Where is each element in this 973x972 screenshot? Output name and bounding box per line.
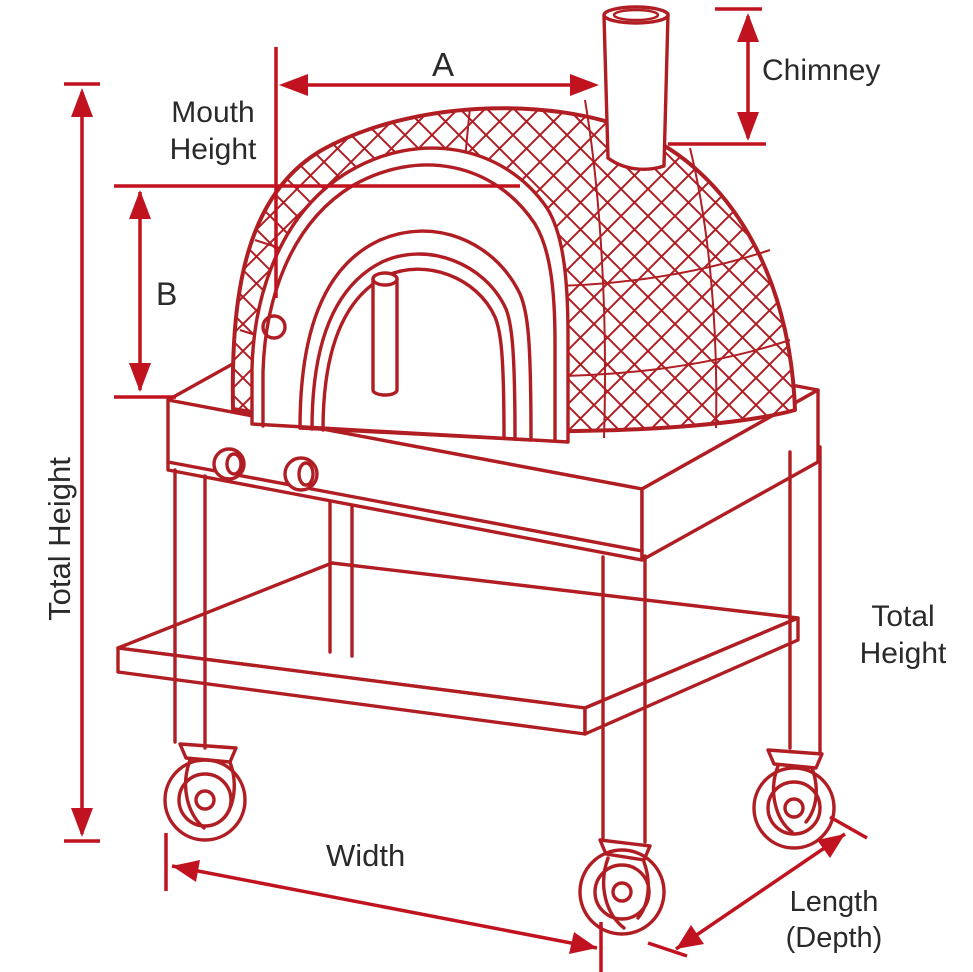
- control-knob-left: [212, 447, 246, 481]
- chimney: [602, 5, 670, 171]
- dim-label-total-height-left: Total Height: [42, 457, 77, 621]
- caster-front-right: [578, 838, 666, 936]
- cart-shelf: [116, 561, 800, 736]
- dimension-chimney: [668, 7, 766, 146]
- dimension-a: [274, 47, 599, 298]
- door-handle: [371, 271, 399, 397]
- dimension-b: [114, 190, 176, 399]
- dim-label-chimney: Chimney: [762, 54, 881, 87]
- oven-facade: [250, 146, 570, 444]
- dim-label-total-height-right: Total Height: [859, 600, 947, 670]
- caster-rear-right: [752, 748, 836, 850]
- dimension-length-depth: [647, 815, 868, 958]
- control-knob-right: [283, 456, 319, 492]
- dim-label-b: B: [156, 276, 178, 312]
- caster-front-left: [163, 742, 247, 842]
- dim-label-a: A: [432, 46, 455, 83]
- cart-legs: [173, 445, 822, 844]
- oven-door: [310, 252, 517, 441]
- door-thermometer: [261, 314, 287, 340]
- dim-label-mouth-height: Mouth Height: [169, 96, 257, 166]
- dimension-total-height-left: [64, 82, 100, 843]
- oven-door-opening: [298, 229, 533, 442]
- dim-label-width: Width: [326, 838, 406, 873]
- dim-label-length-depth: Length (Depth): [785, 886, 883, 954]
- dimension-width: [164, 833, 603, 972]
